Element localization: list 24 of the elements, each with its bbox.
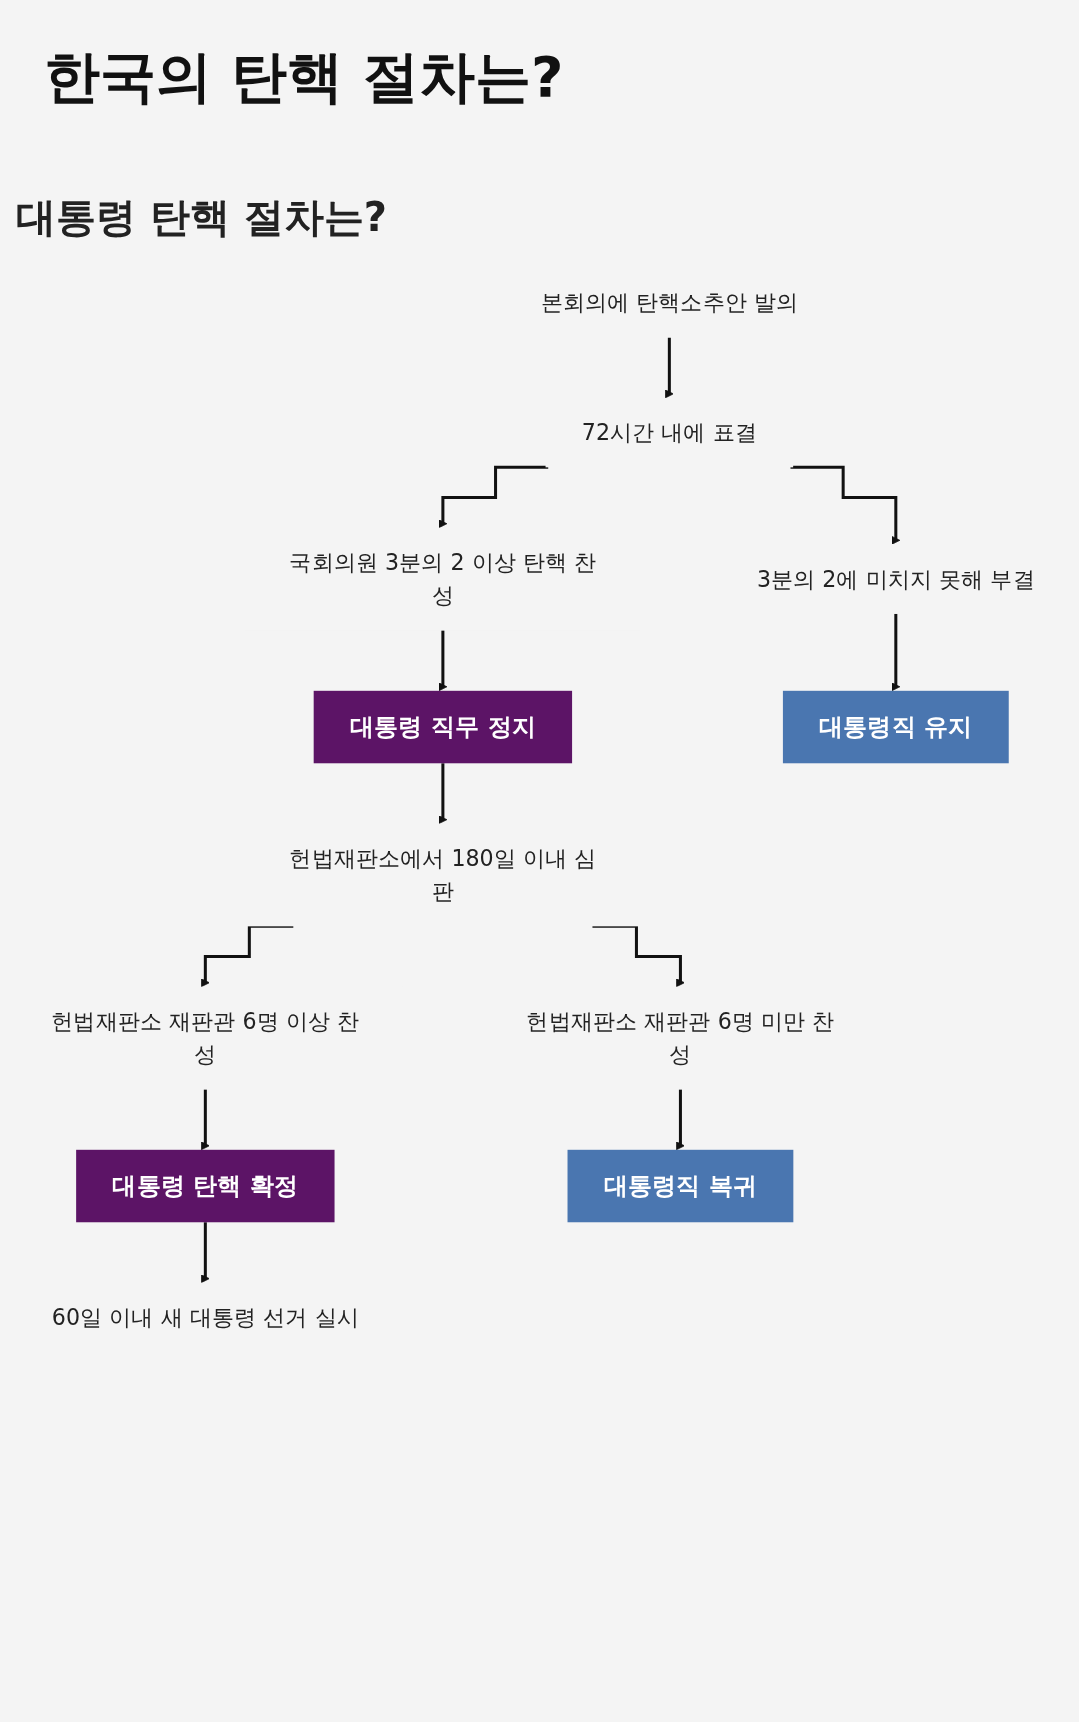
node-box: 대통령직 유지 [782,690,1009,764]
arrow [592,924,685,988]
node-text: 3분의 2에 미치지 못해 부결 [756,566,1035,592]
arrow [891,612,901,692]
node-box: 대통령직 복귀 [567,1149,794,1223]
arrow [200,924,294,988]
node-text: 본회의에 탄핵소추안 발의 [540,290,799,316]
node-box: 대통령 직무 정지 [313,690,573,764]
arrow [438,628,448,692]
node-text: 72시간 내에 표결 [581,420,757,446]
node-text: 국회의원 3분의 2 이상 탄핵 찬성 [289,549,597,609]
arrow [200,1087,210,1151]
node-box: 대통령 탄핵 확정 [76,1149,335,1223]
arrow [790,465,901,545]
arrow [200,1220,210,1284]
arrow [676,1087,685,1151]
arrow [438,761,448,825]
subtitle: 대통령 탄핵 절차는? [16,193,388,242]
title: 한국의 탄핵 절차는? [44,43,564,111]
node-text: 60일 이내 새 대통령 선거 실시 [51,1304,359,1330]
node-text: 헌법재판소 재판관 6명 미만 찬성 [526,1008,835,1068]
node-text: 헌법재판소 재판관 6명 이상 찬성 [51,1008,360,1068]
arrow [438,465,549,529]
arrow [664,336,674,399]
